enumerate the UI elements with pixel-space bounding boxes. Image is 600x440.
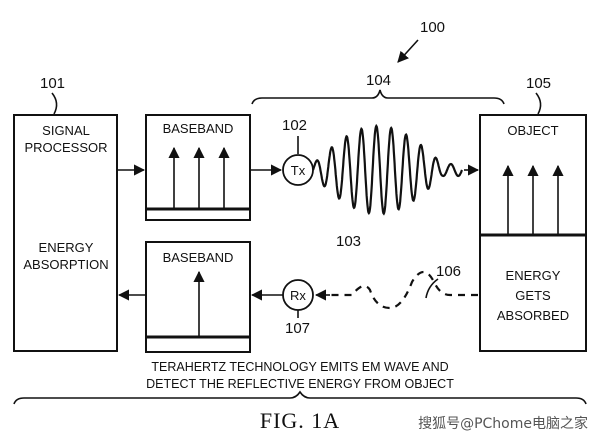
signal-processor-box — [13, 114, 118, 352]
ref-100: 100 — [420, 19, 445, 36]
transmit-wave — [311, 123, 464, 216]
energy-absorption-line-1: ENERGY — [39, 240, 94, 255]
object-line-1: ENERGY — [506, 268, 561, 283]
ref-105-leader — [535, 92, 542, 115]
watermark-text: 搜狐号@PChome电脑之家 — [418, 415, 588, 432]
object-box — [479, 114, 587, 352]
tx-label: Tx — [291, 163, 306, 178]
object-line-2: GETS — [515, 288, 551, 303]
caption-bracket — [13, 390, 587, 405]
ref-107: 107 — [285, 320, 310, 337]
object-line-3: ABSORBED — [497, 308, 569, 323]
caption-line-2: DETECT THE REFLECTIVE ENERGY FROM OBJECT — [146, 377, 454, 391]
reflected-wave — [322, 270, 478, 310]
signal-processor-line-1: SIGNAL — [42, 123, 90, 138]
object-label: OBJECT — [507, 123, 558, 138]
signal-processor-line-2: PROCESSOR — [24, 140, 107, 155]
ref-102: 102 — [282, 117, 307, 134]
baseband-top-box — [145, 114, 251, 221]
wave-span-bracket — [251, 89, 505, 105]
ref-103: 103 — [336, 233, 361, 250]
ref-106: 106 — [436, 263, 461, 280]
baseband-top-label: BASEBAND — [163, 121, 234, 136]
ref-104: 104 — [366, 72, 391, 89]
baseband-bottom-box — [145, 241, 251, 353]
baseband-bottom-label: BASEBAND — [163, 250, 234, 265]
ref-101-leader — [51, 92, 58, 115]
energy-absorption-line-2: ABSORPTION — [23, 257, 108, 272]
ref-100-pointer — [397, 39, 419, 63]
ref-106-leader — [425, 278, 439, 299]
rx-label: Rx — [290, 288, 306, 303]
caption-line-1: TERAHERTZ TECHNOLOGY EMITS EM WAVE AND — [151, 360, 448, 374]
ref-105: 105 — [526, 75, 551, 92]
ref-101: 101 — [40, 75, 65, 92]
figure-label: FIG. 1A — [260, 408, 340, 433]
